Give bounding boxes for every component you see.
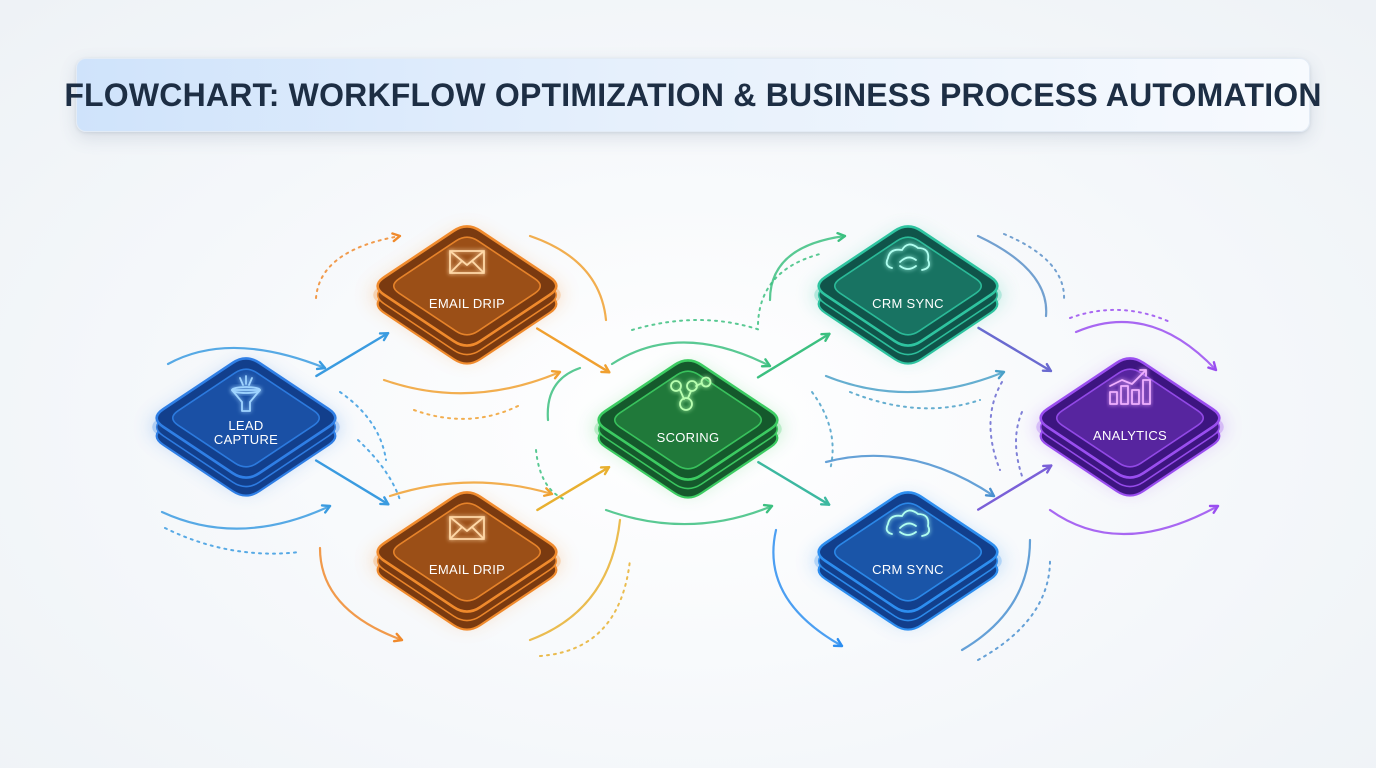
decorative-arrow (989, 381, 1003, 471)
decorative-arrow (772, 528, 844, 648)
decorative-arrow (1074, 320, 1218, 372)
node-top (376, 491, 558, 613)
node-top (1039, 357, 1221, 479)
connector-layer (314, 326, 1053, 512)
decorative-arrow (604, 503, 774, 526)
node-top (817, 491, 999, 613)
node-top (817, 225, 999, 347)
decorative-arrow (339, 391, 387, 461)
envelope-icon (449, 250, 485, 274)
decorative-arrow (1048, 504, 1220, 536)
decorative-arrow (528, 518, 622, 642)
decorative-arrow (976, 234, 1048, 318)
node-crm1: CRM SYNC (814, 225, 1002, 365)
decorative-arrow (528, 234, 608, 322)
decorative-arrow (1003, 233, 1066, 301)
connector-scoring-to-crm1 (756, 332, 831, 379)
decorative-arrow (849, 391, 981, 410)
node-label: CRM SYNC (872, 296, 944, 311)
decorative-arrow (811, 391, 834, 471)
decorative-arrow (164, 527, 301, 555)
decorative-arrow (546, 366, 582, 422)
decorative-arrow (824, 454, 996, 498)
decorative-arrow (1069, 308, 1171, 323)
decorative-arrow (388, 481, 554, 498)
decorative-flow-lines (160, 231, 1220, 661)
decorative-arrow (977, 559, 1051, 661)
decorative-arrow (318, 546, 404, 643)
decorative-arrow (315, 232, 402, 299)
node-email1: EMAIL DRIP (373, 225, 561, 365)
node-label: LEAD (228, 418, 263, 433)
decorative-arrow (768, 231, 847, 302)
node-inner-face (613, 370, 763, 470)
title-banner: FLOWCHART: WORKFLOW OPTIMIZATION & BUSIN… (64, 58, 1321, 132)
connector-email2-to-scoring (536, 465, 611, 512)
network-icon (670, 376, 712, 411)
decorative-arrow (824, 369, 1006, 394)
page-title: FLOWCHART: WORKFLOW OPTIMIZATION & BUSIN… (64, 76, 1322, 113)
node-inner-face (171, 368, 321, 468)
connector-email1-to-scoring (535, 327, 611, 374)
node-email2: EMAIL DRIP (373, 491, 561, 631)
sync-cloud-icon (885, 243, 931, 271)
decorative-arrow (631, 319, 761, 331)
node-label: CAPTURE (214, 432, 278, 447)
decorative-arrow (166, 346, 327, 371)
node-analytics: ANALYTICS (1036, 357, 1224, 497)
node-inner-face (392, 502, 542, 602)
connector-crm1-to-analytics (977, 326, 1053, 373)
node-top (376, 225, 558, 347)
decorative-arrow (160, 504, 332, 530)
connector-scoring-to-crm2 (757, 460, 831, 506)
node-crm2: CRM SYNC (814, 491, 1002, 631)
decorative-arrow (610, 341, 772, 368)
bar-chart-icon (1109, 369, 1151, 405)
decorative-arrow (960, 538, 1032, 652)
decorative-arrow (757, 253, 821, 325)
node-inner-face (833, 502, 983, 602)
sync-cloud-icon (885, 509, 931, 537)
node-scoring: SCORING (594, 359, 782, 499)
decorative-arrow (357, 439, 401, 501)
node-label: SCORING (657, 430, 720, 445)
decorative-arrow (1015, 411, 1023, 477)
node-label: EMAIL DRIP (429, 562, 505, 577)
node-label: EMAIL DRIP (429, 296, 505, 311)
connector-lead-to-email2 (314, 459, 390, 506)
node-top (597, 359, 779, 481)
node-top (155, 357, 337, 479)
decorative-arrow (413, 404, 521, 420)
decorative-arrow (539, 559, 631, 657)
connector-lead-to-email1 (315, 331, 390, 378)
node-label: CRM SYNC (872, 562, 944, 577)
node-label: ANALYTICS (1093, 428, 1167, 443)
node-inner-face (392, 236, 542, 336)
connector-crm2-to-analytics (977, 464, 1053, 511)
node-inner-face (1055, 368, 1205, 468)
node-inner-face (833, 236, 983, 336)
decorative-arrow (535, 449, 567, 501)
decorative-arrow (382, 369, 562, 395)
envelope-icon (449, 516, 485, 540)
funnel-icon (231, 375, 261, 412)
